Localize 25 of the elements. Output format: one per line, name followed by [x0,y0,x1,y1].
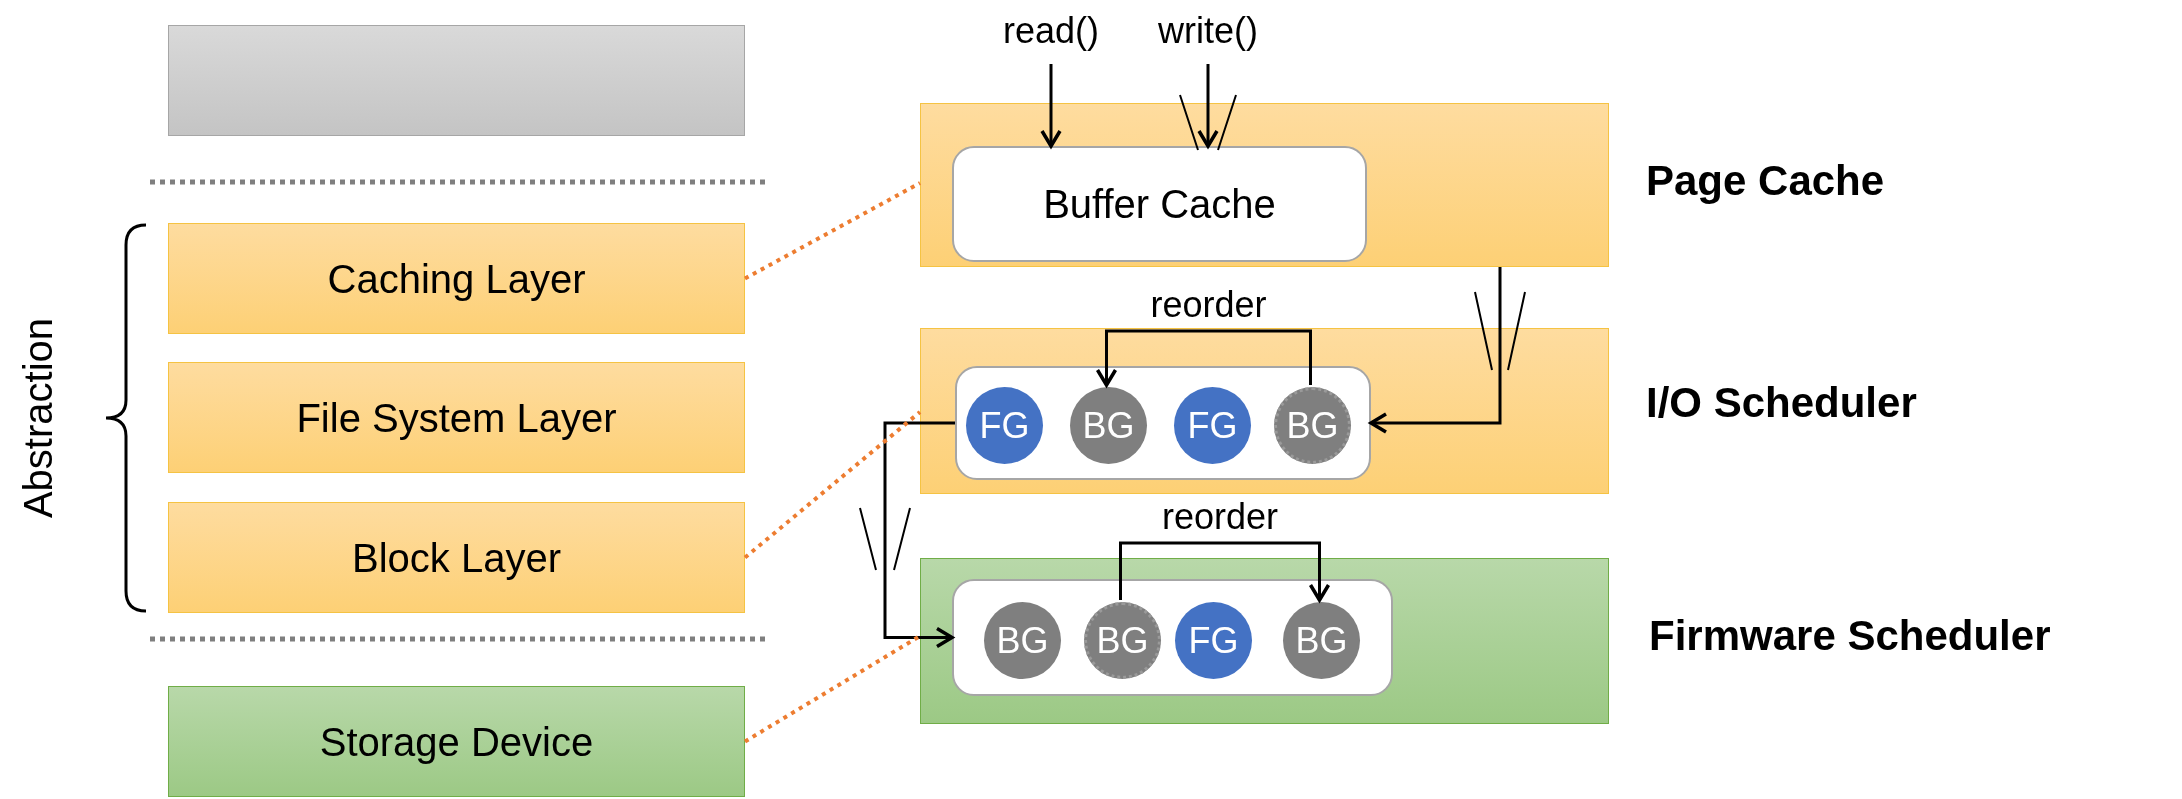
edge-label: reorder [1149,287,1268,323]
layer-box: Caching Layer [168,223,745,334]
arrow [1119,541,1331,602]
layer-box: Block Layer [168,502,745,613]
layer-title: Firmware Scheduler [1649,615,2051,657]
group-label: Abstraction [18,317,58,519]
layer-title: Page Cache [1646,160,1885,202]
arrow [1095,329,1312,387]
leader-line [743,634,922,744]
arrow [1197,64,1219,148]
layer-box: File System Layer [168,362,745,473]
queue-box: Buffer Cache [952,146,1367,262]
layer-title: I/O Scheduler [1646,382,1917,424]
layer-box: Storage Device [168,686,745,797]
arrow [1369,267,1502,434]
arrow [883,421,955,649]
leader-line [744,181,921,281]
edge-label: reorder [1160,499,1280,535]
queue-box [955,366,1371,480]
arrow [1040,64,1062,148]
queue-box [952,579,1393,696]
function-label: read() [990,6,1112,56]
function-label: write() [1140,6,1276,56]
layer-box [168,25,745,136]
leader-line [743,410,922,560]
